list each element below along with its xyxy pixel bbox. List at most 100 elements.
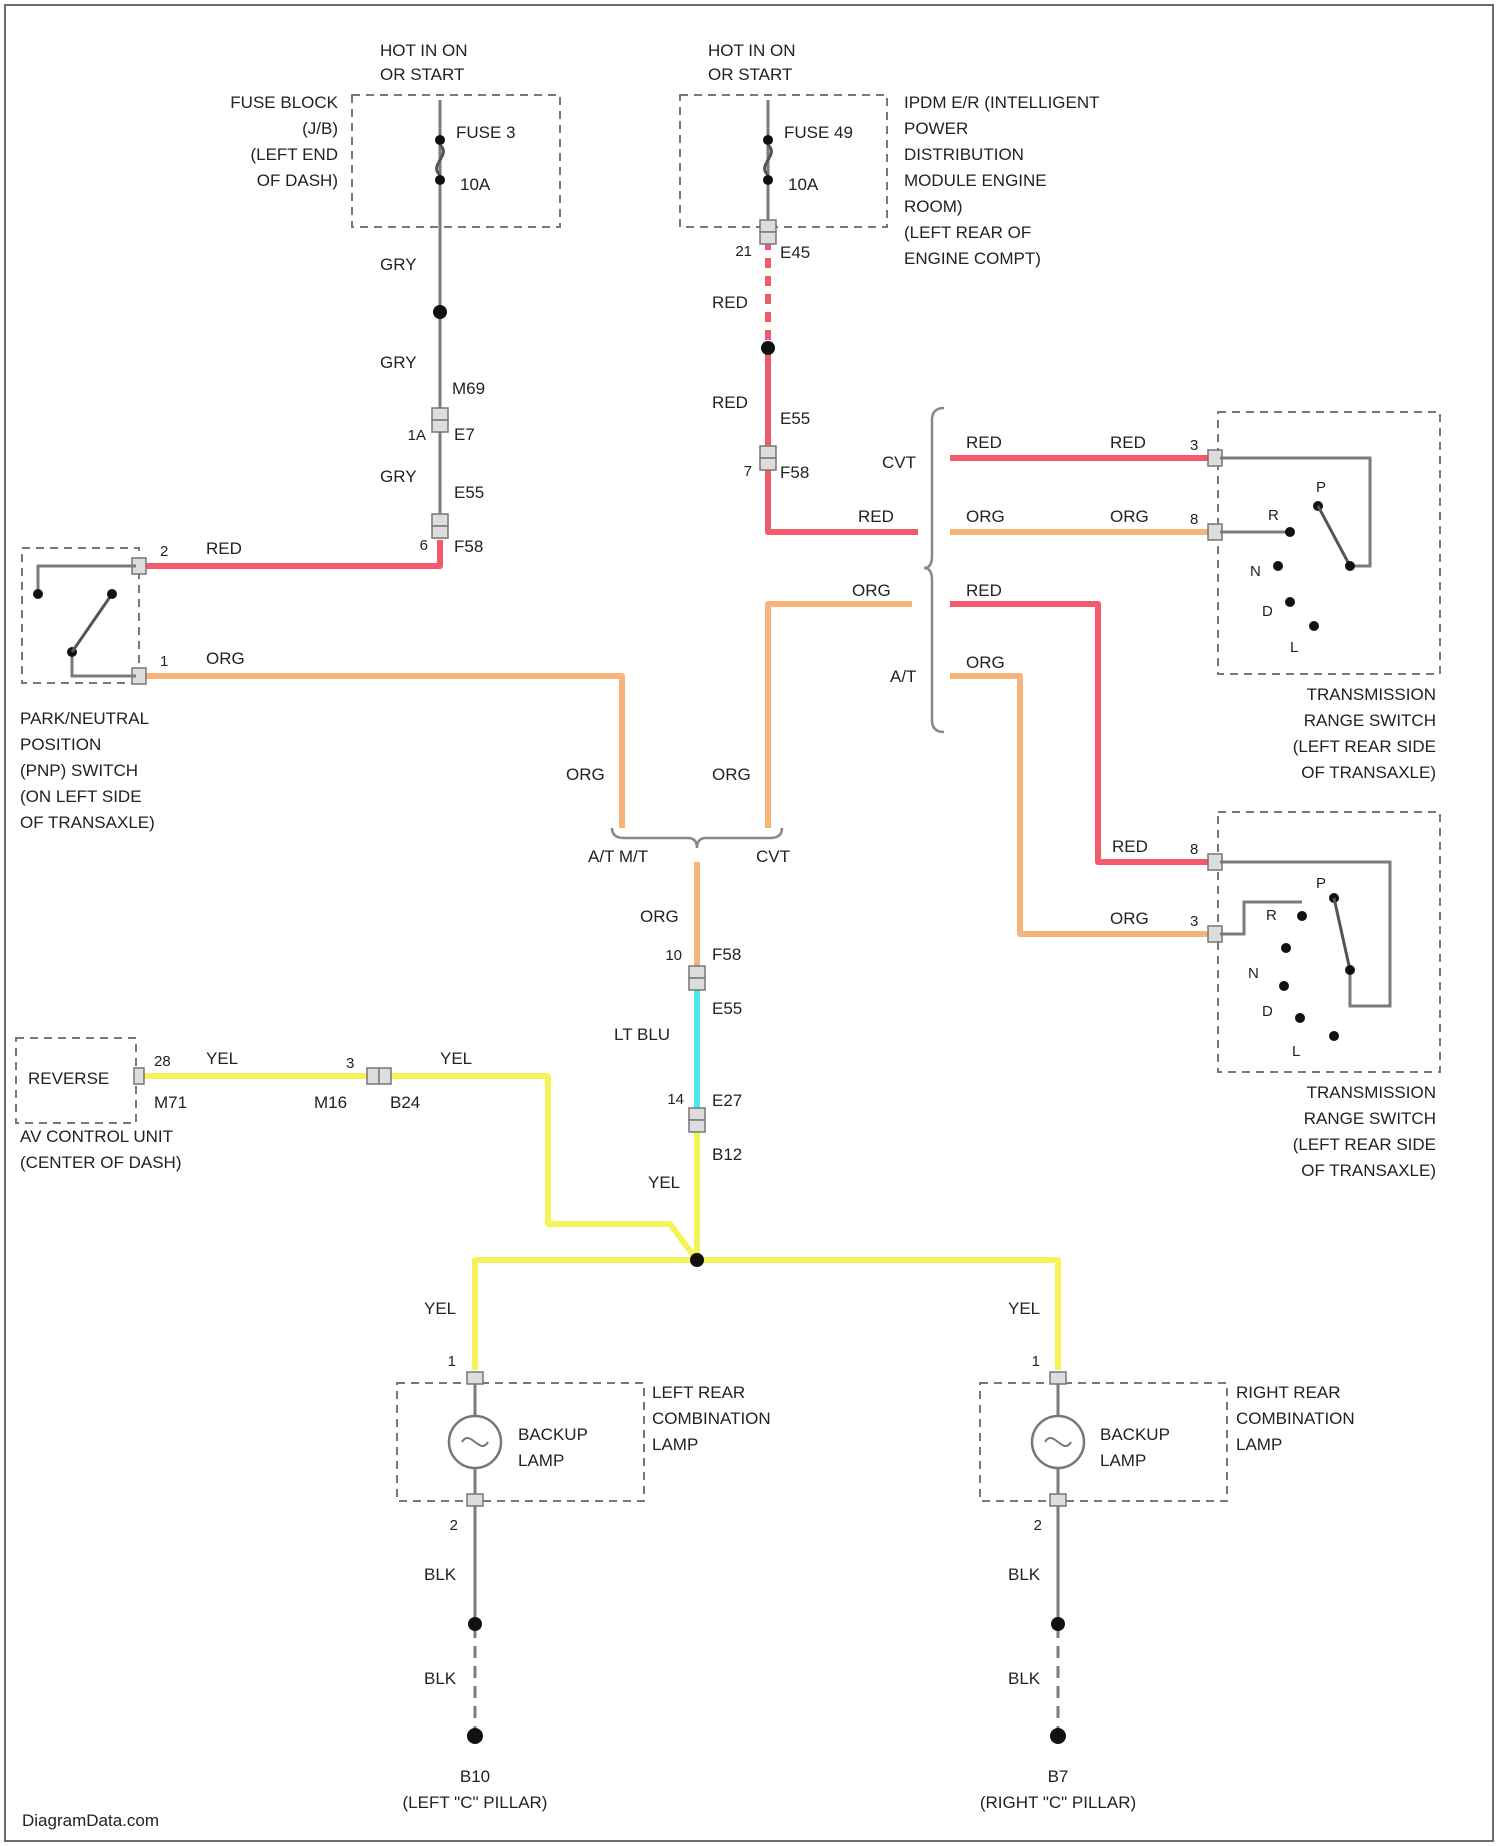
trs1-label-4: OF TRANSAXLE): [1301, 763, 1436, 782]
ipdm-box: [680, 95, 887, 227]
wire-label-red-ipdm2: RED: [712, 393, 748, 412]
wire-label-gry2: GRY: [380, 353, 417, 372]
trs1-label-3: (LEFT REAR SIDE: [1293, 737, 1436, 756]
connector-e27-b: [689, 1120, 705, 1132]
fuse3-name: FUSE 3: [456, 123, 516, 142]
splice-red: [761, 341, 775, 355]
splice-blk-left: [468, 1617, 482, 1631]
av-unit-label-1: AV CONTROL UNIT: [20, 1127, 173, 1146]
fuse3-rating: 10A: [460, 175, 491, 194]
connector-f58-top-b: [432, 526, 448, 538]
connector-m69-label: M69: [452, 379, 485, 398]
fuse-block-box: [352, 95, 560, 227]
option-cvt: CVT: [882, 453, 916, 472]
wire-label-red-at-top: RED: [966, 581, 1002, 600]
av-unit-label-2: (CENTER OF DASH): [20, 1153, 182, 1172]
red-wire-pnp: [140, 540, 440, 566]
fuse3-symbol: [435, 135, 445, 185]
org-wire-pnp: [140, 676, 622, 828]
wire-label-yel-left: YEL: [424, 1299, 456, 1318]
trs1-pos-n: N: [1250, 563, 1261, 580]
trs2-label-1: TRANSMISSION: [1307, 1083, 1436, 1102]
trs1-label-1: TRANSMISSION: [1307, 685, 1436, 704]
pin-pnp-top-label: 2: [160, 543, 168, 560]
pnp-label-3: (PNP) SWITCH: [20, 761, 138, 780]
pin-trs2-top: [1208, 854, 1222, 870]
connector-f58-mid-b: [689, 978, 705, 990]
right-ground-label-1: B7: [1048, 1767, 1069, 1786]
wire-label-yel-right: YEL: [1008, 1299, 1040, 1318]
connector-f58-top: [432, 514, 448, 526]
pin-pnp-bot-label: 1: [160, 653, 168, 670]
pin-trs1-bot-label: 8: [1190, 511, 1198, 528]
pnp-label-5: OF TRANSAXLE): [20, 813, 155, 832]
connector-m71: [134, 1068, 144, 1084]
right-hot-line2: OR START: [708, 65, 792, 84]
connector-e55-top-label: E55: [454, 483, 484, 502]
pnp-label-1: PARK/NEUTRAL: [20, 709, 149, 728]
org-wire-at-trs2: [950, 676, 1212, 934]
pin-rl-bot: [1050, 1494, 1066, 1506]
pin-21: 21: [735, 243, 752, 260]
trs2-pos-l: L: [1292, 1043, 1300, 1060]
wire-label-org-mid: ORG: [640, 907, 679, 926]
right-backup-label-2: LAMP: [1100, 1451, 1146, 1470]
pin-3: 3: [346, 1055, 354, 1072]
wire-label-org-left-v: ORG: [566, 765, 605, 784]
ipdm-label-2: POWER: [904, 119, 968, 138]
trs1-pos-l: L: [1290, 639, 1298, 656]
ipdm-label-6: (LEFT REAR OF: [904, 223, 1031, 242]
wire-label-blk-r2: BLK: [1008, 1669, 1041, 1688]
trs2-contacts: [1220, 862, 1390, 1041]
wire-label-org-right-v: ORG: [712, 765, 751, 784]
wire-label-blk-l2: BLK: [424, 1669, 457, 1688]
pin-10: 10: [665, 947, 682, 964]
wire-label-blk-r1: BLK: [1008, 1565, 1041, 1584]
pin-rl-bot-label: 2: [1034, 1517, 1042, 1534]
pin-trs2-bot: [1208, 926, 1222, 942]
option-at-mt: A/T M/T: [588, 847, 648, 866]
connector-b12-label: B12: [712, 1145, 742, 1164]
trs2-label-2: RANGE SWITCH: [1304, 1109, 1436, 1128]
pin-trs2-bot-label: 3: [1190, 913, 1198, 930]
wire-label-ltblu: LT BLU: [614, 1025, 670, 1044]
trs1-contacts: [1220, 458, 1370, 631]
connector-f58-right: [760, 446, 776, 458]
left-hot-line2: OR START: [380, 65, 464, 84]
fuse49-name: FUSE 49: [784, 123, 853, 142]
wire-label-red-ipdm1: RED: [712, 293, 748, 312]
pin-ll-bot-label: 2: [450, 1517, 458, 1534]
trs1-box: [1218, 412, 1440, 674]
wire-label-org-cvt-top: ORG: [852, 581, 891, 600]
trs2-label-3: (LEFT REAR SIDE: [1293, 1135, 1436, 1154]
fuse-block-label-3: (LEFT END: [250, 145, 338, 164]
fuse-block-label-4: OF DASH): [257, 171, 338, 190]
splice-gry: [433, 305, 447, 319]
pnp-switch-box: [22, 548, 139, 683]
left-ground-label-2: (LEFT "C" PILLAR): [403, 1793, 548, 1812]
trs2-label-4: OF TRANSAXLE): [1301, 1161, 1436, 1180]
left-lamp-label-1: LEFT REAR: [652, 1383, 745, 1402]
left-lamp-label-2: COMBINATION: [652, 1409, 771, 1428]
right-backup-lamp-icon: [1032, 1384, 1084, 1494]
pin-7: 7: [744, 463, 752, 480]
pin-6: 6: [420, 537, 428, 554]
connector-m71-label: M71: [154, 1093, 187, 1112]
wire-label-cvt-org-b: ORG: [1110, 507, 1149, 526]
connector-b24: [367, 1068, 379, 1084]
left-backup-lamp-icon: [449, 1384, 501, 1494]
connector-b24-label: B24: [390, 1093, 420, 1112]
ground-left-icon: [467, 1728, 483, 1744]
pin-ll-bot: [467, 1494, 483, 1506]
wire-label-org-trs2: ORG: [1110, 909, 1149, 928]
option-cvt-low: CVT: [756, 847, 790, 866]
wire-label-gry3: GRY: [380, 467, 417, 486]
pin-trs1-top: [1208, 450, 1222, 466]
wire-label-org-at-top: ORG: [966, 653, 1005, 672]
trs2-box: [1218, 812, 1440, 1072]
pin-ll-top-label: 1: [448, 1353, 456, 1370]
ipdm-label-4: MODULE ENGINE: [904, 171, 1047, 190]
wire-label-org-pnp: ORG: [206, 649, 245, 668]
pnp-label-2: POSITION: [20, 735, 101, 754]
